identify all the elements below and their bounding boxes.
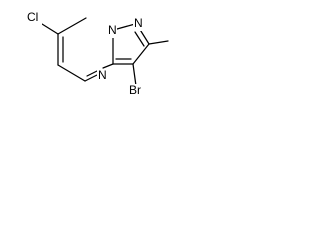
atom-label-bridgehead-nitrogen: N xyxy=(108,23,117,37)
atom-label-pyrazole-nitrogen: N xyxy=(134,16,143,30)
bond-c6-c5 xyxy=(57,64,86,82)
bond-c7-n1 xyxy=(57,17,87,35)
bond-c2-methyl xyxy=(148,40,169,45)
bond-n2-c2-double xyxy=(134,31,145,47)
atom-label-pyrimidine-nitrogen: N xyxy=(98,68,107,82)
atom-label-chlorine: Cl xyxy=(27,10,38,24)
bonds xyxy=(41,17,169,87)
bond-c3-br xyxy=(132,63,137,87)
chemical-structure-diagram: Cl N N N Br xyxy=(26,10,169,98)
atom-labels: Cl N N N Br xyxy=(26,10,146,98)
bond-n1-n2 xyxy=(116,23,136,30)
bond-c2-c3 xyxy=(132,43,150,65)
atom-label-bromine: Br xyxy=(129,83,141,97)
bond-c7-cl xyxy=(41,23,59,35)
bond-n4-c3a xyxy=(102,63,114,69)
